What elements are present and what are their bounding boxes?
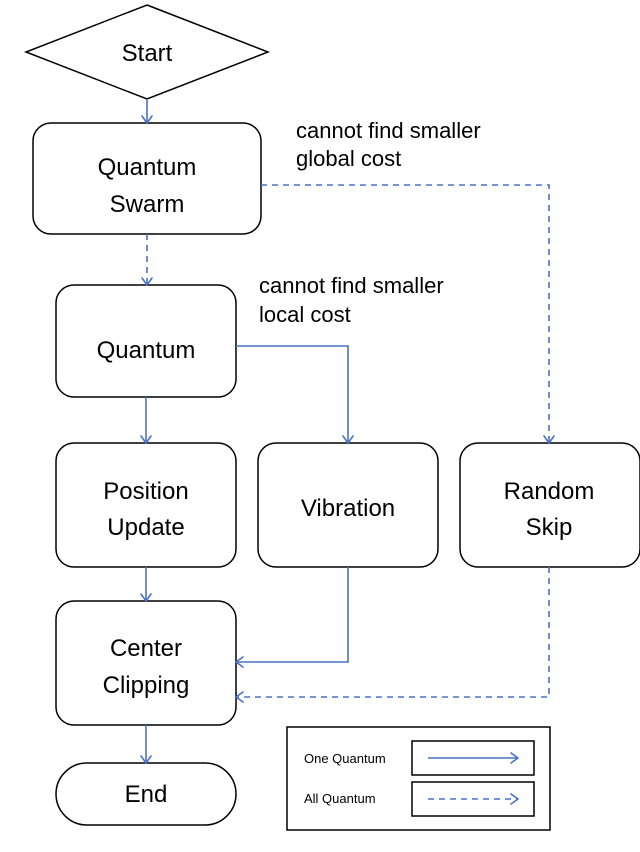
vibration-label: Vibration — [301, 495, 395, 522]
quantum-swarm-label-line1: Quantum — [98, 154, 197, 181]
vibration-node: Vibration — [257, 442, 439, 568]
local-cost-annotation: cannot find smaller local cost — [259, 273, 444, 327]
edge-center-clipping-to-end — [140, 725, 152, 764]
legend-all-quantum-label: All Quantum — [304, 791, 376, 806]
local-annotation-line1: cannot find smaller — [259, 273, 444, 298]
edge-quantum-to-position-update — [140, 397, 152, 444]
edge-random-skip-to-center-clipping — [235, 567, 550, 703]
legend: One Quantum All Quantum — [286, 726, 551, 831]
center-clipping-label-line2: Clipping — [103, 672, 190, 699]
global-cost-annotation: cannot find smaller global cost — [296, 118, 481, 171]
local-annotation-line2: local cost — [259, 302, 351, 327]
edge-position-update-to-center-clipping — [140, 567, 152, 602]
edge-quantum-to-vibration — [236, 345, 354, 444]
quantum-swarm-label-line2: Swarm — [110, 191, 185, 218]
start-node: Start — [23, 4, 271, 100]
quantum-swarm-node: Quantum Swarm — [32, 122, 262, 235]
center-clipping-node: Center Clipping — [55, 600, 237, 726]
position-update-label-line2: Update — [107, 514, 184, 541]
legend-dashed-arrow — [428, 793, 519, 805]
start-label: Start — [122, 40, 173, 67]
quantum-node: Quantum — [55, 284, 237, 398]
edge-quantum-swarm-to-quantum — [141, 234, 153, 286]
global-annotation-line1: cannot find smaller — [296, 118, 481, 143]
random-skip-node: Random Skip — [459, 442, 640, 568]
edge-start-to-quantum-swarm — [141, 99, 153, 124]
end-node: End — [55, 762, 237, 826]
edge-vibration-to-center-clipping — [235, 567, 349, 668]
random-skip-label-line2: Skip — [526, 514, 573, 541]
legend-solid-arrow — [428, 752, 519, 764]
global-annotation-line2: global cost — [296, 146, 401, 171]
position-update-label-line1: Position — [103, 478, 188, 505]
position-update-node: Position Update — [55, 442, 237, 568]
quantum-label: Quantum — [97, 337, 196, 364]
center-clipping-label-line1: Center — [110, 635, 182, 662]
random-skip-label-line1: Random — [504, 478, 595, 505]
edge-quantum-swarm-to-random-skip — [261, 184, 555, 444]
legend-one-quantum-label: One Quantum — [304, 751, 386, 766]
end-label: End — [125, 781, 168, 808]
